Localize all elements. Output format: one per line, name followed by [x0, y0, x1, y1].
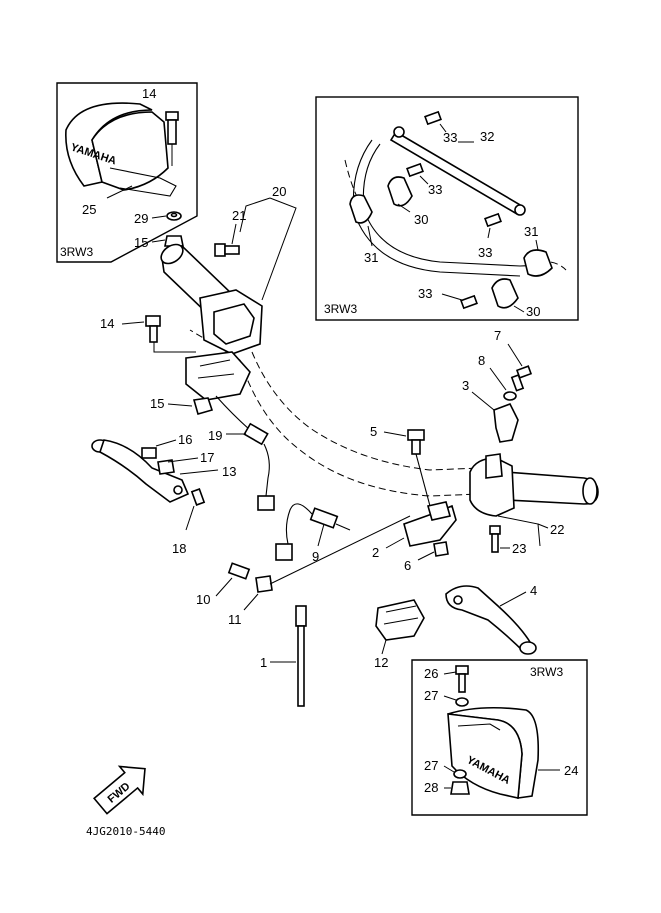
- nut-11: [255, 575, 273, 593]
- callout-32: 32: [480, 129, 494, 144]
- brake-lever-4: [445, 585, 537, 655]
- callout-21: 21: [232, 208, 246, 223]
- callout-29: 29: [134, 211, 148, 226]
- washer-27-upper: [455, 697, 469, 707]
- callout-26: 26: [424, 666, 438, 681]
- callout-7: 7: [494, 328, 501, 343]
- callout-17: 17: [200, 450, 214, 465]
- washer-27-lower: [453, 769, 467, 779]
- callout-24: 24: [564, 763, 578, 778]
- bolts-33: [406, 110, 502, 310]
- callout-15: 15: [150, 396, 164, 411]
- callout-33-a: 33: [443, 130, 457, 145]
- right-switch-22: [469, 453, 515, 517]
- callout-11: 11: [228, 612, 242, 627]
- callout-28: 28: [424, 780, 438, 795]
- bolt-5: [407, 429, 431, 507]
- nut-6: [433, 541, 449, 557]
- clutch-lever: [91, 439, 190, 503]
- switch-19: [215, 395, 275, 511]
- callout-2: 2: [372, 545, 379, 560]
- washer-8: [503, 391, 517, 401]
- callout-31-b: 31: [524, 224, 538, 239]
- inset-tag-top-left: 3RW3: [60, 245, 93, 259]
- nut-17: [157, 459, 175, 475]
- callout-30-a: 30: [414, 212, 428, 227]
- callout-19: 19: [208, 428, 222, 443]
- handguard-right: YAMAHA: [447, 706, 540, 799]
- pin-18: [190, 488, 206, 506]
- callout-33-b: 33: [428, 182, 442, 197]
- fwd-arrow: FWD: [92, 765, 146, 815]
- cable-tie-1: [295, 605, 307, 707]
- inset-tag-top-right: 3RW3: [324, 302, 357, 316]
- handguard-left: YAMAHA: [65, 102, 177, 197]
- callout-9: 9: [312, 549, 319, 564]
- callout-33-d: 33: [418, 286, 432, 301]
- inset-frame-bottom-right: [411, 659, 588, 816]
- callout-3: 3: [462, 378, 469, 393]
- inset-frame-top-left: [56, 82, 198, 263]
- catalog-code: 4JG2010-5440: [86, 825, 165, 838]
- callout-10: 10: [196, 592, 210, 607]
- callout-14-inset: 14: [142, 86, 156, 101]
- callout-16: 16: [178, 432, 192, 447]
- nut-15: [192, 397, 214, 415]
- callout-15-inset: 15: [134, 235, 148, 250]
- clamp-30-upper: [387, 176, 413, 207]
- callout-1: 1: [260, 655, 267, 670]
- callout-4: 4: [530, 583, 537, 598]
- clamp-31-left: [349, 194, 373, 224]
- handlebar: [189, 329, 481, 497]
- callout-5: 5: [370, 424, 377, 439]
- callout-22: 22: [550, 522, 564, 537]
- callout-8: 8: [478, 353, 485, 368]
- nut-28: [450, 781, 470, 795]
- callout-31-a: 31: [364, 250, 378, 265]
- switch-9: [275, 503, 351, 561]
- left-switch-assembly: [185, 289, 263, 401]
- clamp-30-lower: [491, 278, 519, 309]
- washer-29: [166, 211, 182, 221]
- bolt-14: [145, 315, 161, 343]
- inset-tag-bottom-right: 3RW3: [530, 665, 563, 679]
- bolt-7: [510, 365, 533, 392]
- callout-27-a: 27: [424, 688, 438, 703]
- right-grip: [505, 471, 599, 505]
- callout-30-b: 30: [526, 304, 540, 319]
- bolt-16: [141, 447, 157, 459]
- callout-27-b: 27: [424, 758, 438, 773]
- bolt-10: [227, 562, 251, 580]
- screw-23: [489, 525, 501, 553]
- inset-frame-top-right: [315, 96, 579, 321]
- callout-12: 12: [374, 655, 388, 670]
- bolt-14-inset: [165, 111, 179, 166]
- callout-20: 20: [272, 184, 286, 199]
- master-cylinder-2: [403, 501, 457, 547]
- callout-18: 18: [172, 541, 186, 556]
- bracket-12: [375, 599, 425, 641]
- guard-rod-32: [389, 126, 526, 216]
- screw-21: [214, 243, 240, 257]
- bolt-26: [455, 665, 469, 693]
- callout-13: 13: [222, 464, 236, 479]
- callout-14: 14: [100, 316, 114, 331]
- callout-6: 6: [404, 558, 411, 573]
- callout-23: 23: [512, 541, 526, 556]
- callout-25: 25: [82, 202, 96, 217]
- mount-3: [493, 402, 519, 443]
- clamp-31-right: [523, 249, 553, 277]
- callout-33-c: 33: [478, 245, 492, 260]
